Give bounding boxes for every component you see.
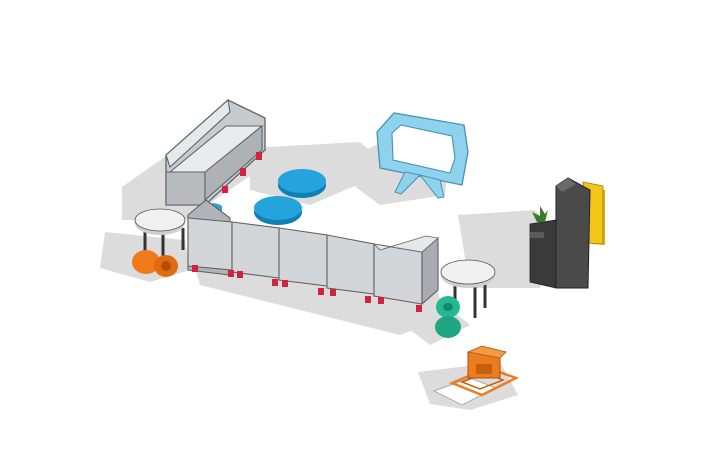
cabinet[interactable] [529,177,605,289]
plant-icon [532,206,548,222]
back-sofa[interactable] [165,98,266,206]
open-frame[interactable] [376,112,469,199]
back-sofa-feet [222,152,262,193]
orange-object[interactable] [132,250,178,277]
sectional-sofa-feet [192,265,422,312]
teal-object[interactable] [435,296,461,338]
round-cushion-2[interactable] [254,196,302,225]
orange-printer[interactable] [432,345,520,406]
round-cushion-1[interactable] [278,169,326,198]
side-table-right[interactable] [440,259,496,318]
sectional-sofa[interactable] [187,199,439,312]
side-table-left[interactable] [134,208,186,262]
